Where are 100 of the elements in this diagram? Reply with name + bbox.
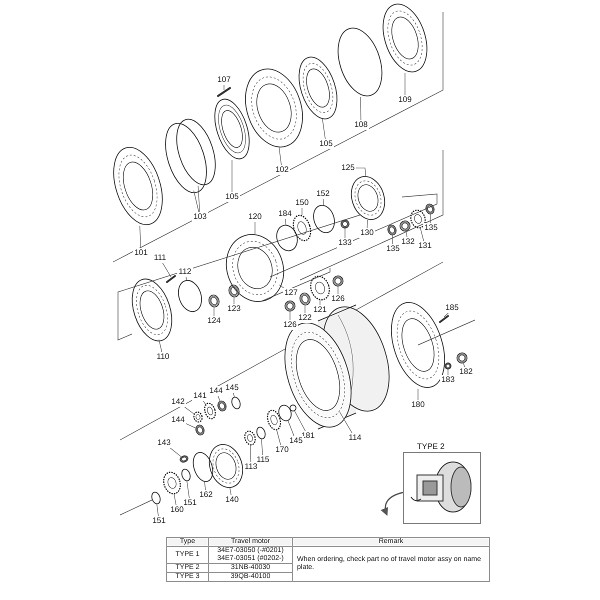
leader-line (254, 222, 256, 234)
leader-line (250, 444, 252, 462)
callout-number: 126 (330, 294, 346, 304)
bearing-ring (113, 146, 163, 226)
o-ring (151, 492, 161, 504)
leader-line (186, 480, 190, 498)
bearing-ring (132, 278, 172, 342)
leader-line (204, 481, 206, 490)
leader-line (184, 406, 195, 415)
callout-number: 150 (294, 198, 310, 208)
leader-line (444, 312, 449, 318)
bearing-ring (425, 204, 435, 214)
bearing-ring (340, 220, 350, 228)
callout-number: 152 (315, 189, 331, 199)
gear (204, 402, 216, 420)
bearing-ring (332, 276, 344, 286)
callout-number: 102 (274, 165, 290, 175)
leader-line (404, 72, 406, 96)
callout-number: 145 (288, 436, 304, 446)
inset-heading: TYPE 2 (417, 442, 445, 452)
curved-arrow (380, 492, 404, 516)
callout-number: 133 (337, 238, 353, 248)
bearing-ring (382, 4, 428, 72)
callout-number: 115 (255, 455, 271, 465)
callout-number: 143 (156, 438, 172, 448)
leader-line (322, 118, 326, 140)
leader-line (392, 234, 394, 244)
bearing-ring (444, 362, 452, 370)
o-ring (231, 396, 241, 410)
callout-number: 109 (397, 95, 413, 105)
leader-line (360, 96, 362, 120)
leader-line (420, 227, 424, 242)
leader-line (261, 438, 263, 456)
bearing-ring (400, 220, 410, 232)
callout-number: 184 (277, 209, 293, 219)
callout-number: 182 (458, 367, 474, 377)
leader-line (139, 226, 142, 248)
callout-number: 114 (347, 433, 363, 443)
leader-line (340, 412, 352, 434)
o-ring (176, 118, 216, 186)
callout-number: 125 (340, 163, 356, 173)
o-ring (313, 204, 335, 234)
leader-line (304, 304, 306, 314)
leader-line (193, 190, 200, 212)
gear (410, 210, 426, 228)
callout-number: 132 (400, 237, 416, 247)
callout-number: 111 (152, 253, 168, 263)
callout-number: 140 (224, 495, 240, 505)
leader-line (430, 214, 432, 224)
bearing-ring (228, 284, 240, 298)
callout-number: 126 (282, 320, 298, 330)
callout-number: 120 (247, 212, 263, 222)
bearing-ring (195, 424, 205, 436)
o-ring (181, 468, 191, 482)
leader-line (344, 228, 346, 238)
gear (292, 214, 312, 242)
callout-number: 131 (417, 241, 433, 251)
callout-number: 121 (312, 305, 328, 315)
bolt (217, 87, 231, 97)
callout-number: 135 (385, 244, 401, 254)
leader-line (156, 504, 159, 516)
leader-line (287, 420, 294, 436)
callout-number: 130 (359, 228, 375, 238)
leader-line (218, 396, 221, 402)
callout-number: 183 (440, 375, 456, 385)
leader-line (162, 262, 172, 278)
bearing-ring (208, 294, 220, 308)
callout-number: 112 (177, 267, 193, 277)
callout-number: 103 (192, 212, 208, 222)
o-ring (256, 426, 266, 440)
bearing-ring (217, 400, 227, 412)
housing-drum (284, 304, 390, 430)
callout-number: 110 (155, 352, 171, 362)
callout-number: 135 (423, 223, 439, 233)
leader-line (158, 339, 162, 352)
gear (244, 430, 256, 446)
leader-line (278, 146, 282, 166)
callout-number: 105 (224, 192, 240, 202)
o-ring (192, 452, 214, 482)
callout-number: 162 (198, 490, 214, 500)
callout-number: 113 (243, 462, 259, 472)
callout-number: 170 (274, 445, 290, 455)
o-ring (338, 28, 382, 96)
callout-number: 101 (133, 248, 149, 258)
bearing-ring (245, 68, 303, 148)
callout-number: 151 (182, 498, 198, 508)
gear (163, 472, 181, 494)
bearing-ring (226, 234, 284, 302)
leader-line (463, 362, 465, 368)
leader-line (285, 218, 286, 226)
callout-number: 151 (151, 516, 167, 526)
o-ring (165, 122, 207, 194)
gear (193, 411, 203, 423)
bearing-ring (208, 444, 244, 488)
leader-line (186, 423, 197, 429)
leader-line (406, 230, 408, 238)
leader-line (174, 493, 176, 506)
bearing-ring (214, 98, 250, 160)
leader-line (170, 448, 182, 458)
bolt (439, 315, 449, 323)
